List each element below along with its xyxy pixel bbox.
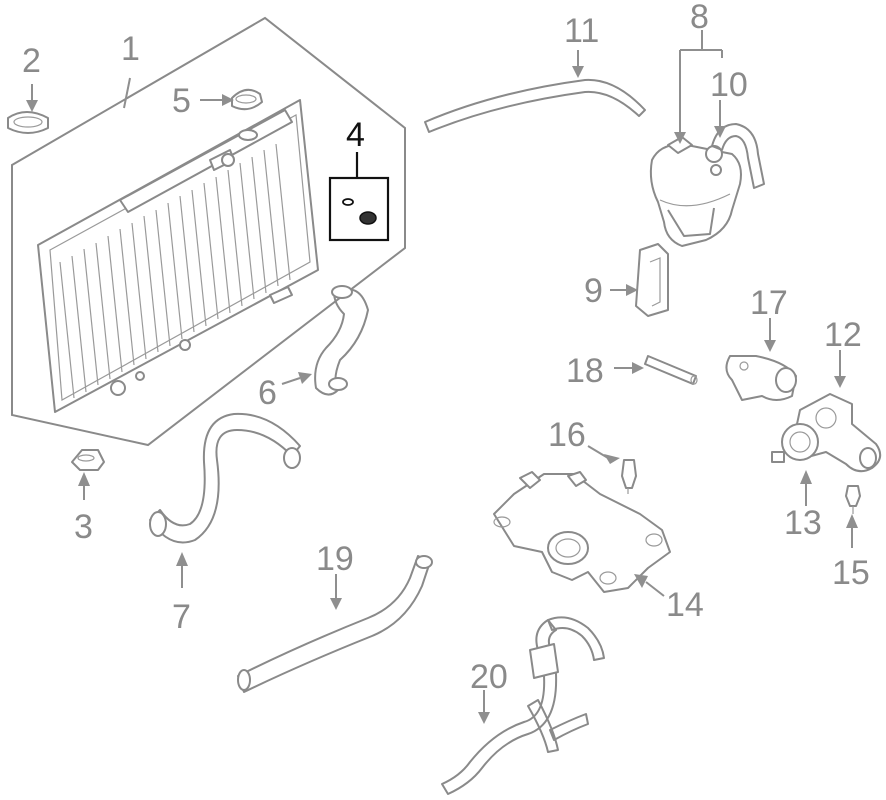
- thermostat-part-13[interactable]: [771, 423, 819, 463]
- callout-18: 18: [566, 352, 604, 390]
- callout-17: 17: [750, 284, 788, 322]
- reservoir-hose-part-10[interactable]: [711, 123, 765, 189]
- drain-plug-part-3[interactable]: [71, 449, 105, 471]
- bracket-part-9[interactable]: [635, 243, 669, 317]
- callout-10: 10: [710, 66, 748, 104]
- water-outlet-part-17[interactable]: [725, 355, 797, 401]
- callout-4: 4: [346, 116, 365, 154]
- radiator-assembly-frame: [11, 16, 406, 447]
- callout-3: 3: [74, 508, 93, 546]
- callout-9: 9: [584, 272, 603, 310]
- callout-13: 13: [784, 504, 822, 542]
- upper-hose-part-6[interactable]: [314, 285, 369, 396]
- callout-7: 7: [172, 598, 191, 636]
- radiator-core[interactable]: [37, 99, 319, 413]
- temp-switch-part-16[interactable]: [621, 459, 637, 494]
- overflow-hose-part-11[interactable]: [424, 78, 646, 133]
- callout-12: 12: [824, 316, 862, 354]
- callout-5: 5: [172, 82, 191, 120]
- leader-lines: [26, 30, 858, 724]
- pipe-part-18[interactable]: [644, 355, 698, 385]
- callout-14: 14: [666, 586, 704, 624]
- callout-8: 8: [690, 0, 709, 36]
- drain-plug-kit-box-part-4[interactable]: [328, 176, 390, 242]
- callout-19: 19: [316, 540, 354, 578]
- temp-sensor-part-15[interactable]: [845, 485, 861, 514]
- callout-labels: 1 2 3 4 5 6 7 8 9 10 11 12 13 14 15 16 1…: [22, 0, 870, 696]
- water-manifold-part-14[interactable]: [493, 471, 671, 593]
- callout-15: 15: [832, 554, 870, 592]
- callout-16: 16: [548, 416, 586, 454]
- hose-clamp-part-2[interactable]: [7, 111, 49, 134]
- lower-hose-part-7[interactable]: [149, 412, 301, 544]
- callout-2: 2: [22, 42, 41, 80]
- heater-hose-part-20[interactable]: [441, 616, 605, 795]
- callout-1: 1: [121, 30, 140, 68]
- coolant-reservoir-part-8[interactable]: [649, 136, 742, 247]
- callout-11: 11: [564, 12, 599, 50]
- radiator-cap-part-5[interactable]: [231, 88, 263, 111]
- callout-6: 6: [258, 374, 277, 412]
- callout-20: 20: [470, 658, 508, 696]
- water-pipe-part-19[interactable]: [237, 555, 433, 693]
